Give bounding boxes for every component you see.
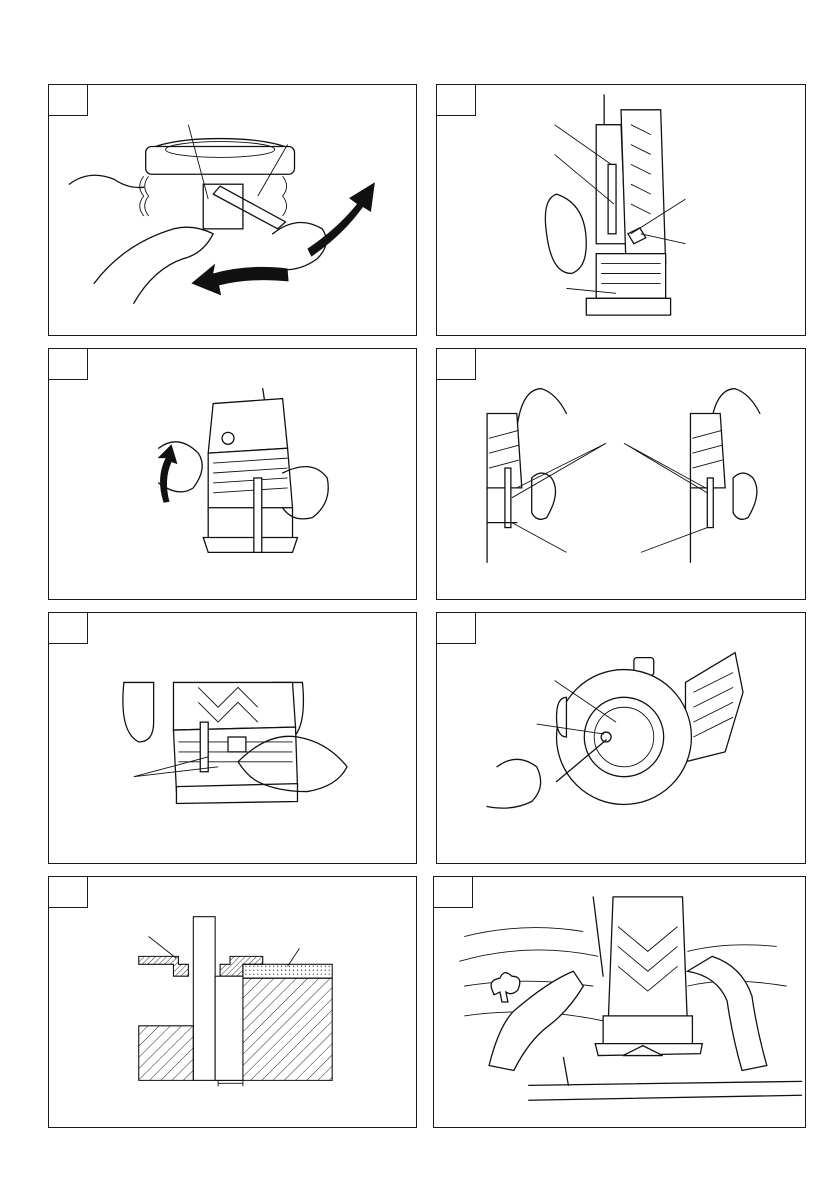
figure-4-stopper-bolts <box>436 348 806 600</box>
figure-6-templet-guide-screws <box>436 612 806 864</box>
illustration-stopper-bolts <box>437 349 805 599</box>
figure-3-lock-lever-plunge <box>48 348 417 600</box>
illustration-routing-with-template <box>434 877 805 1127</box>
illustration-lock-lever-plunge <box>49 349 416 599</box>
illustration-stopper-block-adjust <box>49 613 416 863</box>
illustration-depth-stopper-pole <box>437 85 805 335</box>
figure-5-stopper-block-adjust <box>48 612 417 864</box>
figure-8-routing-with-template <box>433 876 806 1128</box>
illustration-templet-guide-section <box>49 877 416 1127</box>
figure-7-templet-guide-section <box>48 876 417 1128</box>
illustration-templet-guide-screws <box>437 613 805 863</box>
figure-2-depth-stopper-pole <box>436 84 806 336</box>
figure-1-wrench-bit-change <box>48 84 417 336</box>
illustration-wrench-bit-change <box>49 85 416 335</box>
